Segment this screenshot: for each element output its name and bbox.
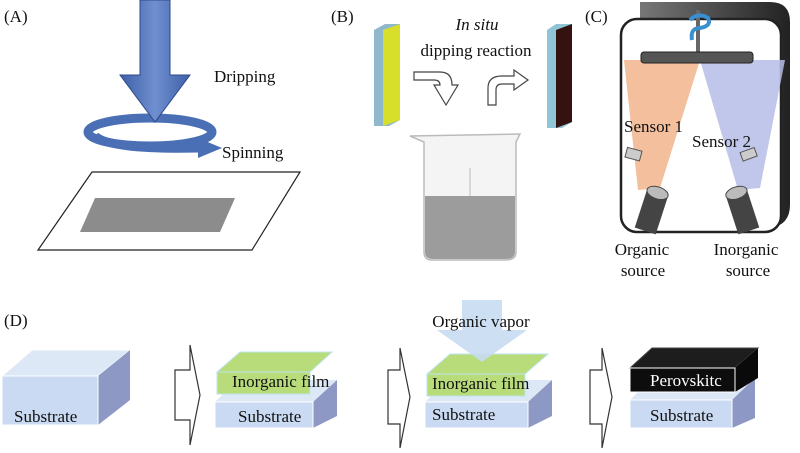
substrate-holder-disk: [640, 51, 754, 64]
step-arrow-2-icon: [387, 347, 411, 449]
arrow-up-icon: [487, 68, 530, 106]
organic-source-label: source: [621, 261, 665, 280]
panel-c-label: (C): [585, 7, 608, 26]
dripping-label: Dripping: [214, 67, 276, 86]
inorganic-vapor-cone: [700, 60, 785, 190]
inorganic-film-label: Inorganic film: [232, 372, 329, 391]
panel-a: (A) Dripping Spinning: [4, 0, 302, 251]
yellow-layer: [383, 24, 400, 126]
organic-label: Organic: [615, 240, 670, 259]
dripping-arrow-icon: [119, 0, 191, 123]
inorganic-source-icon: [725, 185, 760, 235]
inorganic-source-label: source: [726, 261, 770, 280]
perovskite-label: Perovskitc: [650, 371, 722, 390]
step-3-organic-vapor: Organic vapor Inorganic film Substrate: [424, 300, 552, 429]
rotation-icon: [688, 13, 711, 41]
substrate-label: Substrate: [238, 407, 301, 426]
beaker-icon: [409, 133, 522, 261]
sensor-1-icon: [624, 146, 643, 162]
inorganic-film-label: Inorganic film: [432, 374, 529, 393]
organic-vapor-label: Organic vapor: [432, 312, 530, 331]
dipping-reaction-label: dipping reaction: [421, 41, 532, 60]
arrow-down-icon: [413, 71, 460, 107]
substrate-label: Substrate: [432, 405, 495, 424]
panel-b: (B) In situ dipping reaction: [331, 7, 572, 261]
panel-a-label: (A): [4, 7, 28, 26]
spinning-arrowhead: [198, 138, 222, 158]
inorganic-label: Inorganic: [714, 240, 779, 259]
substrate-label: Substrate: [14, 407, 77, 426]
sensor-1-label: Sensor 1: [624, 117, 683, 136]
panel-c: (C) Sensor 1 Sensor 2 Organic source Ino…: [585, 2, 790, 280]
sensor-2-label: Sensor 2: [692, 132, 751, 151]
step-arrow-1-icon: [174, 344, 201, 446]
panel-b-label: (B): [331, 7, 354, 26]
step-2-inorganic-film: Inorganic film Substrate: [214, 351, 337, 429]
perovskite-layer: [556, 24, 572, 128]
spinning-label: Spinning: [222, 143, 284, 162]
panel-d-label: (D): [4, 311, 28, 330]
spindle: [696, 10, 700, 55]
organic-vapor-arrow-icon: [437, 300, 527, 362]
in-situ-label: In situ: [455, 15, 499, 34]
spin-coated-film: [80, 198, 235, 232]
step-arrow-3-icon: [589, 347, 613, 449]
panel-d: (D) Substrate Inorganic film Substrate O: [0, 300, 760, 449]
organic-source-icon: [634, 185, 669, 235]
sensor-2-icon: [739, 146, 758, 162]
spinning-arrow-icon: [91, 132, 201, 153]
step-1-substrate: Substrate: [0, 349, 132, 426]
substrate-label: Substrate: [650, 406, 713, 425]
step-4-perovskite: Perovskitc Substrate: [628, 347, 760, 429]
organic-vapor-cone: [624, 60, 700, 190]
